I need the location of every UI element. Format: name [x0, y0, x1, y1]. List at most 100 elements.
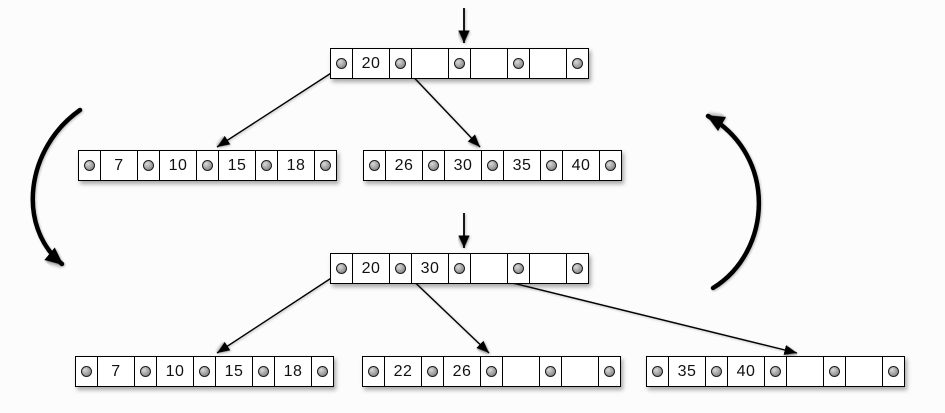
- key-cell: 7: [99, 150, 139, 181]
- pointer-dot-icon: [545, 366, 556, 377]
- key-cell: 18: [273, 356, 313, 387]
- pointer-cell: [311, 356, 334, 387]
- pointer-cell: [421, 356, 444, 387]
- pointer-dot-icon: [336, 58, 347, 69]
- pointer-cell: [196, 150, 219, 181]
- pointer-cell: [823, 356, 846, 387]
- pointer-dot-icon: [143, 160, 154, 171]
- key-cell: 40: [561, 150, 601, 181]
- pointer-cell: [137, 150, 160, 181]
- empty-key-cell: [528, 48, 568, 79]
- key-cell: 26: [384, 150, 424, 181]
- key-cell: 20: [351, 48, 391, 79]
- pointer-dot-icon: [513, 263, 524, 274]
- empty-key-cell: [560, 356, 600, 387]
- pointer-dot-icon: [336, 263, 347, 274]
- pointer-cell: [480, 356, 503, 387]
- pointer-cell: [252, 356, 275, 387]
- pointer-cell: [193, 356, 216, 387]
- pointer-dot-icon: [368, 366, 379, 377]
- pointer-dot-icon: [395, 263, 406, 274]
- pointer-dot-icon: [369, 160, 380, 171]
- btree-node-bottom-leaf-0: 7 10 15 18: [75, 356, 334, 387]
- pointer-cell: [764, 356, 787, 387]
- bottom-root-to-leaf0-arrow: [216, 270, 343, 354]
- pointer-dot-icon: [317, 366, 328, 377]
- pointer-dot-icon: [572, 263, 583, 274]
- key-cell: 22: [383, 356, 423, 387]
- empty-key-cell: [528, 253, 568, 284]
- pointer-dot-icon: [829, 366, 840, 377]
- pointer-cell: [599, 150, 622, 181]
- pointer-cell: [882, 356, 905, 387]
- pointer-dot-icon: [888, 366, 899, 377]
- pointer-dot-icon: [427, 366, 438, 377]
- pointer-cell: [255, 150, 278, 181]
- pointer-cell: [422, 150, 445, 181]
- pointer-dot-icon: [487, 160, 498, 171]
- pointer-dot-icon: [81, 366, 92, 377]
- pointer-dot-icon: [320, 160, 331, 171]
- key-cell: 18: [276, 150, 316, 181]
- pointer-cell: [507, 48, 530, 79]
- empty-key-cell: [501, 356, 541, 387]
- btree-node-top-leaf-0: 7 10 15 18: [78, 150, 337, 181]
- pointer-dot-icon: [652, 366, 663, 377]
- key-cell: 26: [442, 356, 482, 387]
- btree-node-bottom-leaf-1: 22 26: [362, 356, 621, 387]
- pointer-cell: [330, 48, 353, 79]
- pointer-cell: [540, 150, 563, 181]
- pointer-cell: [598, 356, 621, 387]
- key-cell: 40: [726, 356, 766, 387]
- pointer-cell: [314, 150, 337, 181]
- pointer-cell: [566, 48, 589, 79]
- key-cell: 30: [410, 253, 450, 284]
- empty-key-cell: [844, 356, 884, 387]
- pointer-cell: [363, 150, 386, 181]
- pointer-cell: [539, 356, 562, 387]
- key-cell: 35: [502, 150, 542, 181]
- pointer-dot-icon: [711, 366, 722, 377]
- pointer-dot-icon: [199, 366, 210, 377]
- key-cell: 7: [96, 356, 136, 387]
- key-cell: 15: [217, 150, 257, 181]
- pointer-dot-icon: [605, 160, 616, 171]
- empty-key-cell: [469, 48, 509, 79]
- pointer-dot-icon: [261, 160, 272, 171]
- pointer-cell: [646, 356, 669, 387]
- pointer-cell: [566, 253, 589, 284]
- pointer-dot-icon: [258, 366, 269, 377]
- empty-key-cell: [410, 48, 450, 79]
- key-cell: 35: [667, 356, 707, 387]
- pointer-dot-icon: [546, 160, 557, 171]
- pointer-cell: [78, 150, 101, 181]
- empty-key-cell: [785, 356, 825, 387]
- top-root-to-left-leaf-arrow: [216, 65, 343, 148]
- pointer-cell: [362, 356, 385, 387]
- pointer-dot-icon: [202, 160, 213, 171]
- pointer-cell: [389, 253, 412, 284]
- pointer-dot-icon: [428, 160, 439, 171]
- pointer-dot-icon: [140, 366, 151, 377]
- pointer-dot-icon: [395, 58, 406, 69]
- pointer-dot-icon: [513, 58, 524, 69]
- pointer-cell: [448, 253, 471, 284]
- key-cell: 10: [158, 150, 198, 181]
- key-cell: 10: [155, 356, 195, 387]
- transform-arrow-left-down: [30, 107, 83, 267]
- pointer-dot-icon: [770, 366, 781, 377]
- pointer-dot-icon: [84, 160, 95, 171]
- transform-arrow-right-up: [705, 113, 762, 291]
- pointer-cell: [481, 150, 504, 181]
- key-cell: 15: [214, 356, 254, 387]
- empty-key-cell: [469, 253, 509, 284]
- pointer-cell: [448, 48, 471, 79]
- pointer-cell: [330, 253, 353, 284]
- pointer-dot-icon: [454, 263, 465, 274]
- pointer-cell: [134, 356, 157, 387]
- btree-node-top-root: 20: [330, 48, 589, 79]
- pointer-dot-icon: [572, 58, 583, 69]
- pointer-cell: [507, 253, 530, 284]
